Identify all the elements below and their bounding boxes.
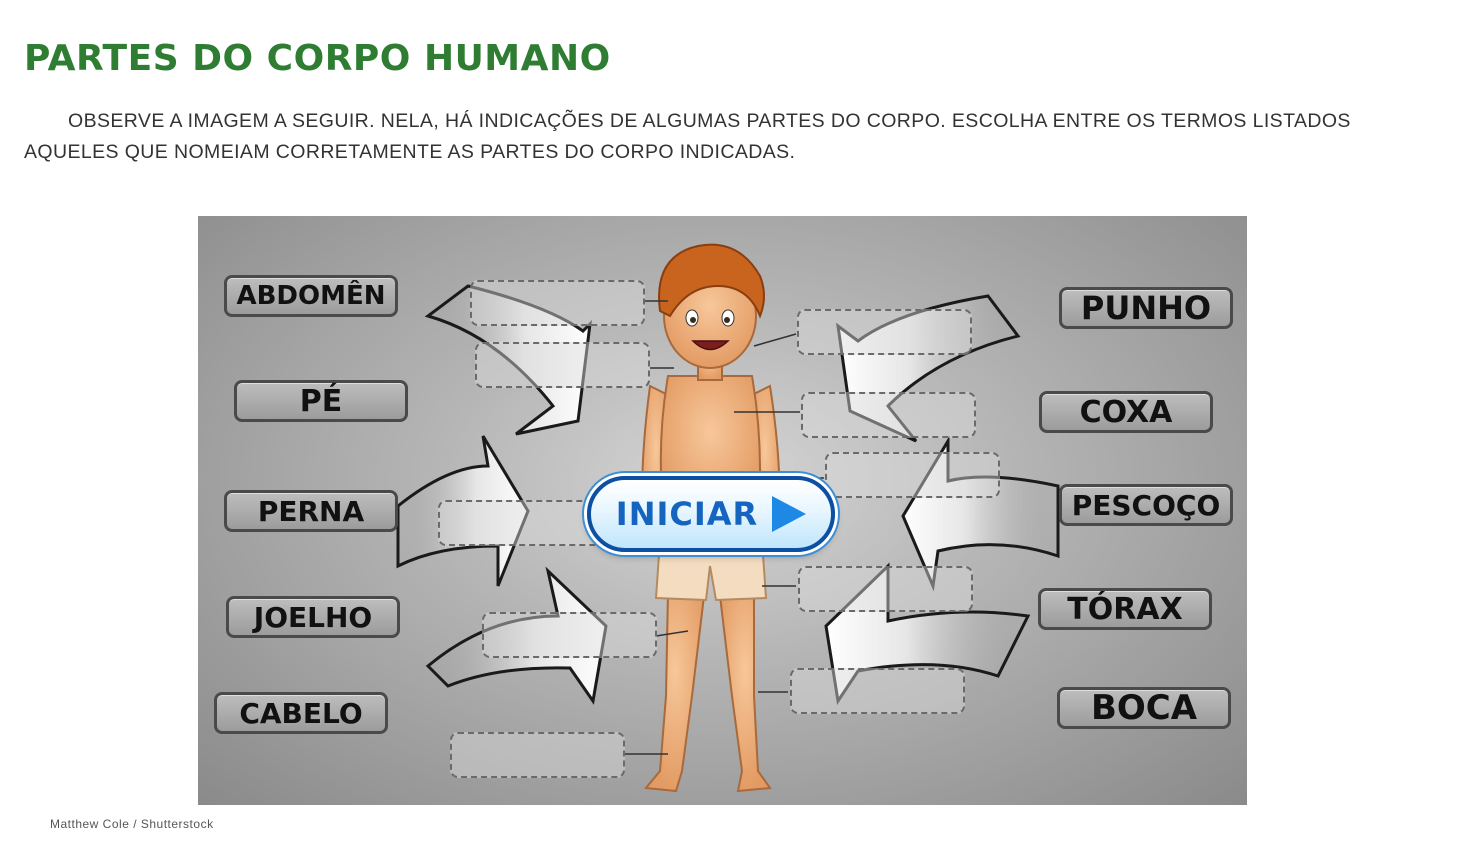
start-button[interactable]: INICIAR [587,476,835,552]
drop-slot-10[interactable] [450,732,625,778]
word-chip-pe[interactable]: PÉ [234,380,408,422]
word-chip-torax[interactable]: TÓRAX [1038,588,1212,630]
word-chip-pescoco[interactable]: PESCOÇO [1059,484,1233,526]
drag-drop-activity: ABDOMÊN PÉ PERNA JOELHO CABELO PUNHO COX… [198,216,1247,805]
drop-slot-7[interactable] [798,566,973,612]
start-button-label: INICIAR [615,495,759,533]
word-chip-perna[interactable]: PERNA [224,490,398,532]
drop-slot-5[interactable] [825,452,1000,498]
drop-slot-6[interactable] [438,500,613,546]
word-chip-punho[interactable]: PUNHO [1059,287,1233,329]
drop-slot-9[interactable] [790,668,965,714]
word-chip-abdomen[interactable]: ABDOMÊN [224,275,398,317]
word-chip-boca[interactable]: BOCA [1057,687,1231,729]
image-credit: Matthew Cole / Shutterstock [50,817,214,831]
word-chip-cabelo[interactable]: CABELO [214,692,388,734]
word-chip-joelho[interactable]: JOELHO [226,596,400,638]
drop-slot-1[interactable] [470,280,645,326]
drop-slot-2[interactable] [475,342,650,388]
drop-slot-3[interactable] [797,309,972,355]
left-arrows [396,284,608,705]
right-arrows [824,294,1060,706]
instructions-text: OBSERVE A IMAGEM A SEGUIR. NELA, HÁ INDI… [24,110,1351,163]
play-icon [772,496,807,532]
drop-slot-4[interactable] [801,392,976,438]
page-title: PARTES DO CORPO HUMANO [24,38,611,79]
drop-slot-8[interactable] [482,612,657,658]
word-chip-coxa[interactable]: COXA [1039,391,1213,433]
